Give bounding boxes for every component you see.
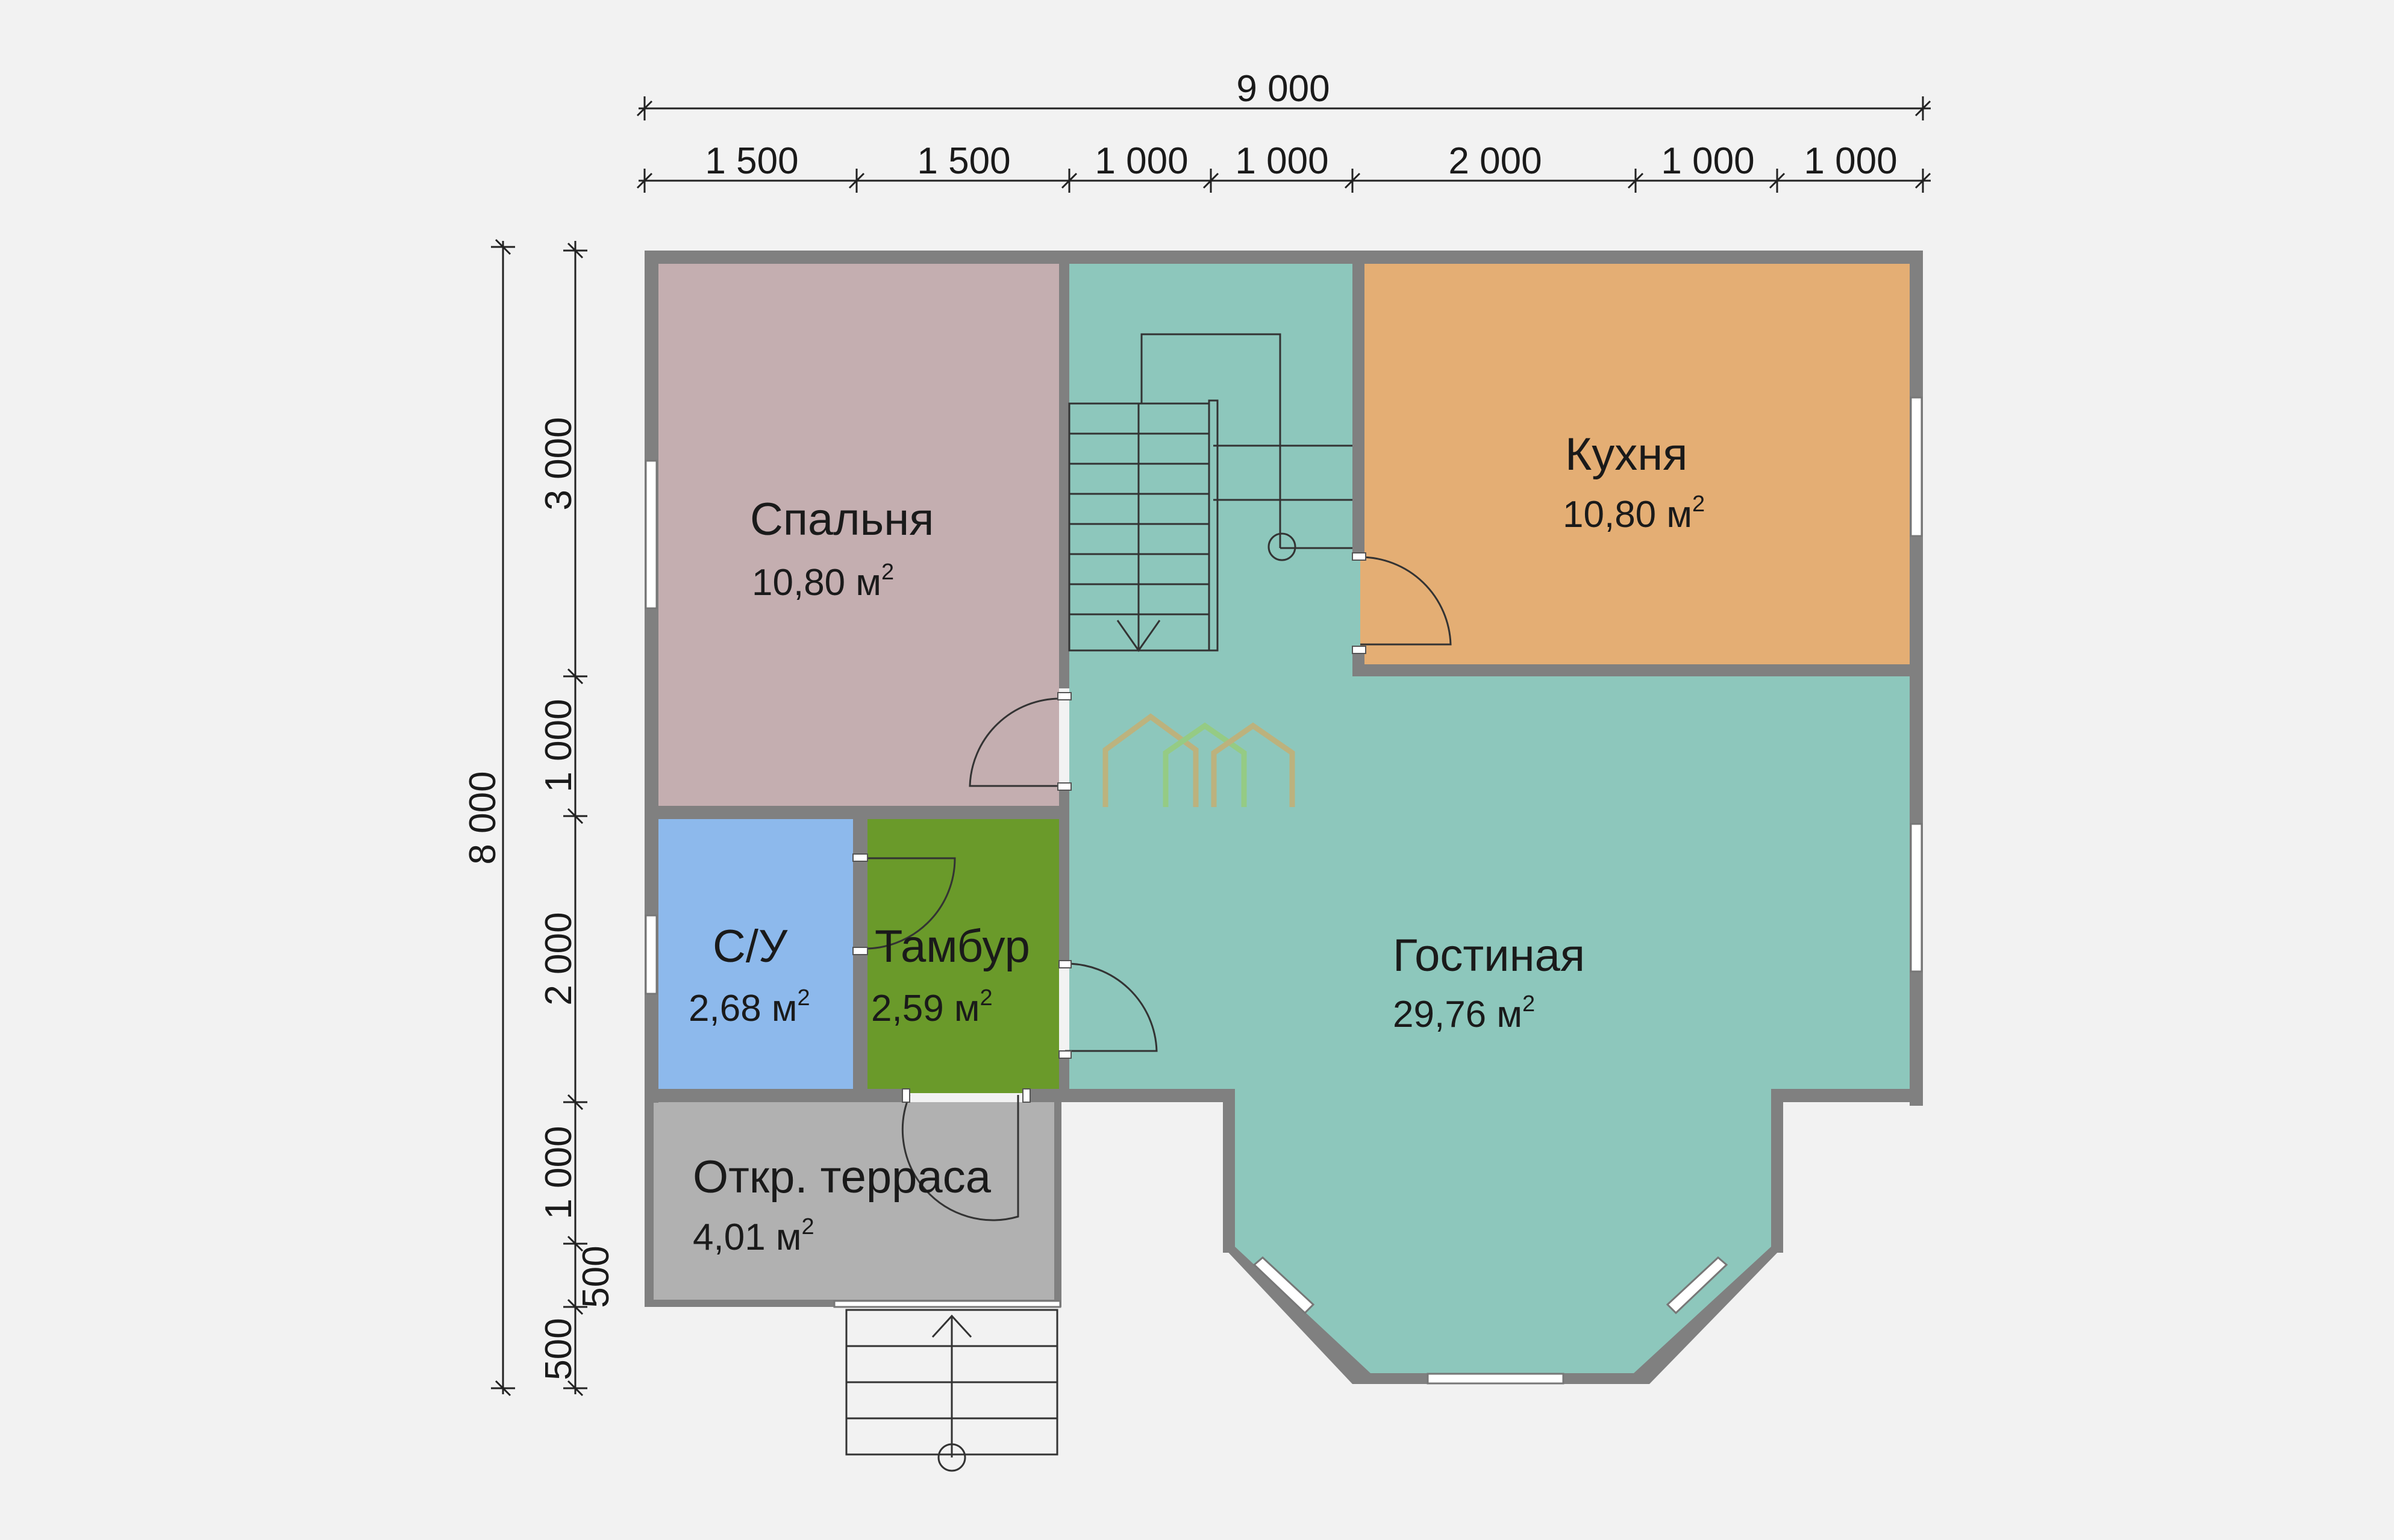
door-entrance [901, 1094, 1019, 1221]
wall-kitchen-bottom [1352, 664, 1922, 676]
dim-total-depth: 8 000 [462, 771, 504, 864]
bathroom-name: С/У [713, 921, 788, 972]
bedroom-fill [658, 264, 1059, 806]
dim-top-7: 1 000 [1804, 140, 1897, 182]
dim-left-3: 2 000 [538, 912, 580, 1005]
terrace-opening [833, 1300, 1061, 1308]
wall-bay-right [1771, 1089, 1783, 1253]
bedroom-area: 10,80 м2 [752, 560, 894, 603]
dim-left-2: 1 000 [538, 699, 580, 792]
wall-bedroom-right [1059, 264, 1069, 688]
terrace-name: Откр. терраса [693, 1152, 992, 1203]
terrace-area: 4,01 м2 [693, 1214, 814, 1258]
vestibule-fill [867, 819, 1059, 1093]
wall-bedroom-bottom [658, 806, 1069, 819]
top-ticks [636, 169, 1931, 193]
windows [645, 396, 1923, 1385]
dim-top-6: 1 000 [1661, 140, 1754, 182]
door-bedroom [969, 697, 1061, 787]
window-bay-right [1666, 1256, 1728, 1315]
terrace-rail-right [1054, 1102, 1061, 1307]
dim-top-1: 1 500 [705, 140, 798, 182]
dim-total-width: 9 000 [1236, 68, 1330, 110]
living-name: Гостиная [1393, 930, 1585, 981]
wall-living-bottom-left [1059, 1089, 1235, 1102]
wall-top [645, 251, 1922, 264]
terrace-fill [654, 1102, 1054, 1301]
doors [852, 552, 1452, 1221]
door-kitchen [1360, 556, 1452, 646]
window-living-right [1910, 823, 1923, 973]
wall-vest-bottom-right [1027, 1089, 1069, 1102]
wall-bath-bottom [645, 1089, 907, 1102]
entry-stairs [845, 1309, 1058, 1472]
vestibule-area: 2,59 м2 [871, 985, 993, 1029]
door-bathroom [861, 857, 956, 950]
interior-stairs [1068, 333, 1352, 652]
room-labels: Спальня 10,80 м2 Кухня 10,80 м2 Гостиная… [689, 429, 1705, 1258]
terrace-rail-left [645, 1102, 654, 1307]
kitchen-fill [1360, 264, 1910, 664]
dim-top-2: 1 500 [917, 140, 1010, 182]
window-bay-left [1252, 1256, 1315, 1315]
walls [645, 251, 1923, 1384]
kitchen-name: Кухня [1565, 429, 1687, 480]
wall-bay-diag-right [1634, 1247, 1783, 1384]
top-dimensions: 9 000 1 500 1 500 1 000 1 000 2 000 1 00… [636, 68, 1931, 193]
wall-bay-left [1223, 1089, 1235, 1253]
dim-top-4: 1 000 [1235, 140, 1328, 182]
dim-top-3: 1 000 [1095, 140, 1188, 182]
bathroom-fill [658, 819, 853, 1089]
window-kitchen [1910, 396, 1923, 537]
bedroom-name: Спальня [750, 494, 934, 545]
window-bay-bottom [1427, 1373, 1564, 1385]
wall-vest-right [1059, 819, 1069, 964]
wall-right [1910, 251, 1923, 1106]
living-area: 29,76 м2 [1393, 991, 1535, 1035]
window-bedroom [645, 460, 658, 609]
door-living [1064, 962, 1158, 1052]
window-bathroom [645, 914, 658, 995]
dim-left-4: 1 000 [538, 1126, 580, 1219]
dim-top-5: 2 000 [1448, 140, 1542, 182]
vestibule-name: Тамбур [875, 921, 1030, 972]
dim-left-6: 500 [538, 1318, 580, 1380]
kitchen-area: 10,80 м2 [1563, 491, 1705, 535]
dim-left-5: 500 [575, 1245, 617, 1308]
watermark-logo [1102, 713, 1295, 807]
wall-bay-diag-left [1223, 1247, 1370, 1384]
dim-left-1: 3 000 [538, 417, 580, 510]
wall-kitchen-left [1352, 264, 1364, 554]
wall-living-bottom-right [1771, 1089, 1923, 1102]
wall-vest-right-lower [1059, 1054, 1069, 1093]
bathroom-area: 2,68 м2 [689, 985, 810, 1029]
left-dimensions: 8 000 3 000 1 000 2 000 1 000 500 500 [462, 238, 617, 1397]
left-ticks [563, 242, 587, 1397]
